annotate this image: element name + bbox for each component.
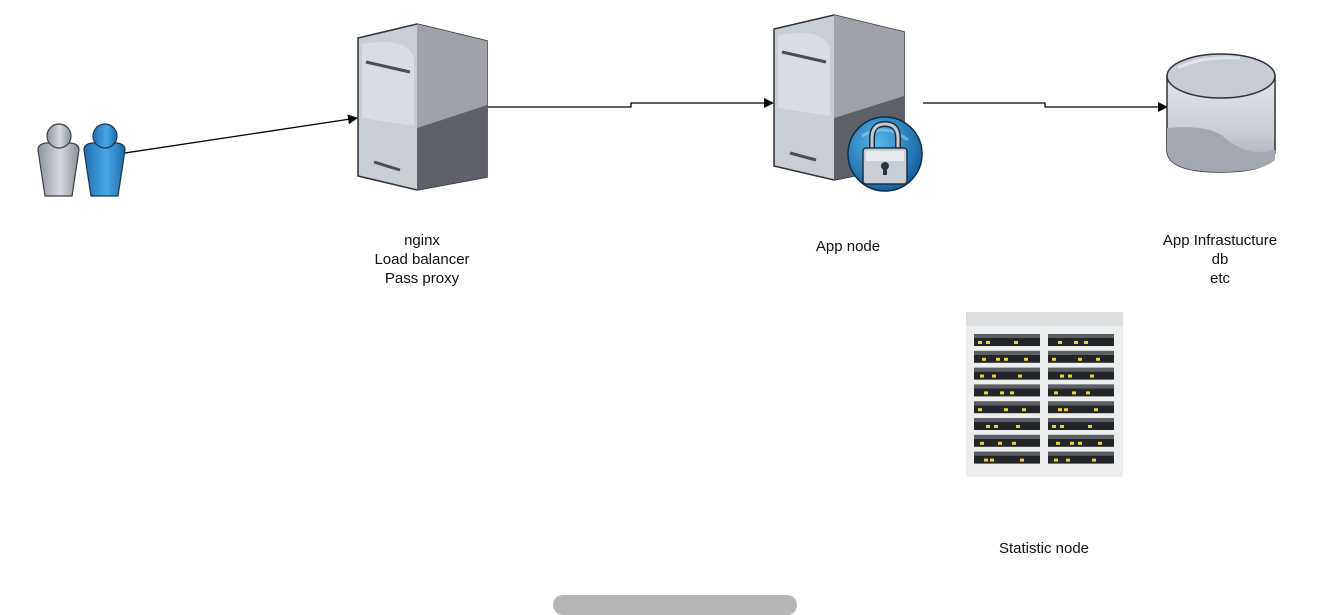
user-blue-icon xyxy=(83,123,126,197)
rack-unit xyxy=(974,384,1040,397)
rack-led xyxy=(1084,341,1088,344)
edge-app-node-to-infrastructure xyxy=(923,102,1168,112)
infrastructure-label-line-3: etc xyxy=(1209,270,1230,287)
rack-unit xyxy=(1048,334,1114,346)
rack-led xyxy=(1058,408,1062,412)
rack-unit xyxy=(974,367,1040,380)
horizontal-scrollbar-thumb[interactable] xyxy=(553,595,797,615)
rack-led xyxy=(996,357,1000,361)
rack-led xyxy=(984,458,988,462)
rack-unit xyxy=(974,434,1040,447)
rack-led xyxy=(1052,425,1056,428)
rack-unit xyxy=(1048,367,1114,380)
rack-led xyxy=(1078,441,1082,445)
rack-led xyxy=(1086,391,1090,395)
rack-led xyxy=(1054,391,1058,395)
rack-led xyxy=(980,374,984,378)
rack-led xyxy=(1018,374,1022,378)
rack-unit xyxy=(1048,350,1114,363)
rack-led xyxy=(1022,408,1026,412)
rack-unit xyxy=(974,350,1040,363)
infrastructure-label-line-1: App Infrastucture xyxy=(1162,232,1278,249)
rack-led xyxy=(978,341,982,344)
rack-led xyxy=(1064,408,1068,412)
rack-led xyxy=(1056,441,1060,445)
database-cylinder-icon[interactable] xyxy=(1166,53,1276,173)
rack-led xyxy=(994,425,998,428)
rack-unit xyxy=(974,401,1040,414)
rack-led xyxy=(1070,441,1074,445)
load-balancer-label-line-1: nginx xyxy=(404,232,440,249)
rack-led xyxy=(1060,425,1064,428)
secure-server-icon[interactable] xyxy=(773,14,923,192)
rack-led xyxy=(1096,357,1100,361)
statistic-node-label-line-1: Statistic node xyxy=(998,540,1090,557)
rack-led xyxy=(998,441,1002,445)
server-tower-icon[interactable] xyxy=(357,23,488,191)
rack-unit xyxy=(974,334,1040,346)
rack-led xyxy=(1052,357,1056,361)
rack-led xyxy=(1072,391,1076,395)
rack-led xyxy=(986,425,990,428)
rack-led xyxy=(1014,341,1018,344)
rack-led xyxy=(1004,357,1008,361)
rack-unit xyxy=(974,451,1040,464)
rack-led xyxy=(1094,408,1098,412)
rack-unit xyxy=(1048,418,1114,430)
rack-led xyxy=(1004,408,1008,412)
infrastructure-label: App Infrastucture db etc xyxy=(1140,231,1300,288)
rack-unit xyxy=(974,418,1040,430)
rack-led xyxy=(1058,341,1062,344)
rack-led xyxy=(986,341,990,344)
rack-led xyxy=(990,458,994,462)
rack-unit xyxy=(1048,451,1114,464)
app-node-label-line-1: App node xyxy=(815,238,881,255)
rack-led xyxy=(1016,425,1020,428)
rack-led xyxy=(978,408,982,412)
statistic-node-label: Statistic node xyxy=(964,539,1124,558)
load-balancer-label-line-3: Pass proxy xyxy=(384,270,460,287)
rack-led xyxy=(1068,374,1072,378)
rack-led xyxy=(982,357,986,361)
rack-led xyxy=(1024,357,1028,361)
edge-users-to-load-balancer xyxy=(124,114,358,154)
rack-led xyxy=(980,441,984,445)
rack-units xyxy=(974,334,1114,464)
rack-led xyxy=(1098,441,1102,445)
rack-unit xyxy=(1048,434,1114,447)
rack-led xyxy=(1088,425,1092,428)
app-node-label: App node xyxy=(773,237,923,256)
user-gray-icon xyxy=(37,123,80,197)
rack-led xyxy=(1012,441,1016,445)
rack-led xyxy=(1054,458,1058,462)
load-balancer-label-line-2: Load balancer xyxy=(374,251,470,268)
rack-led xyxy=(1000,391,1004,395)
rack-led xyxy=(1066,458,1070,462)
rack-led xyxy=(1090,374,1094,378)
load-balancer-label: nginx Load balancer Pass proxy xyxy=(347,231,497,288)
rack-led xyxy=(1078,357,1082,361)
infrastructure-label-line-2: db xyxy=(1211,251,1229,268)
rack-led xyxy=(1060,374,1064,378)
rack-unit xyxy=(1048,384,1114,397)
rack-led xyxy=(992,374,996,378)
server-rack-icon[interactable] xyxy=(966,312,1123,477)
rack-led xyxy=(1074,341,1078,344)
users-icon[interactable] xyxy=(37,123,126,197)
rack-led xyxy=(1020,458,1024,462)
rack-unit xyxy=(1048,401,1114,414)
lock-icon xyxy=(847,116,923,192)
edge-load-balancer-to-app-node xyxy=(488,98,774,108)
rack-led xyxy=(1010,391,1014,395)
rack-led xyxy=(984,391,988,395)
rack-led xyxy=(1092,458,1096,462)
